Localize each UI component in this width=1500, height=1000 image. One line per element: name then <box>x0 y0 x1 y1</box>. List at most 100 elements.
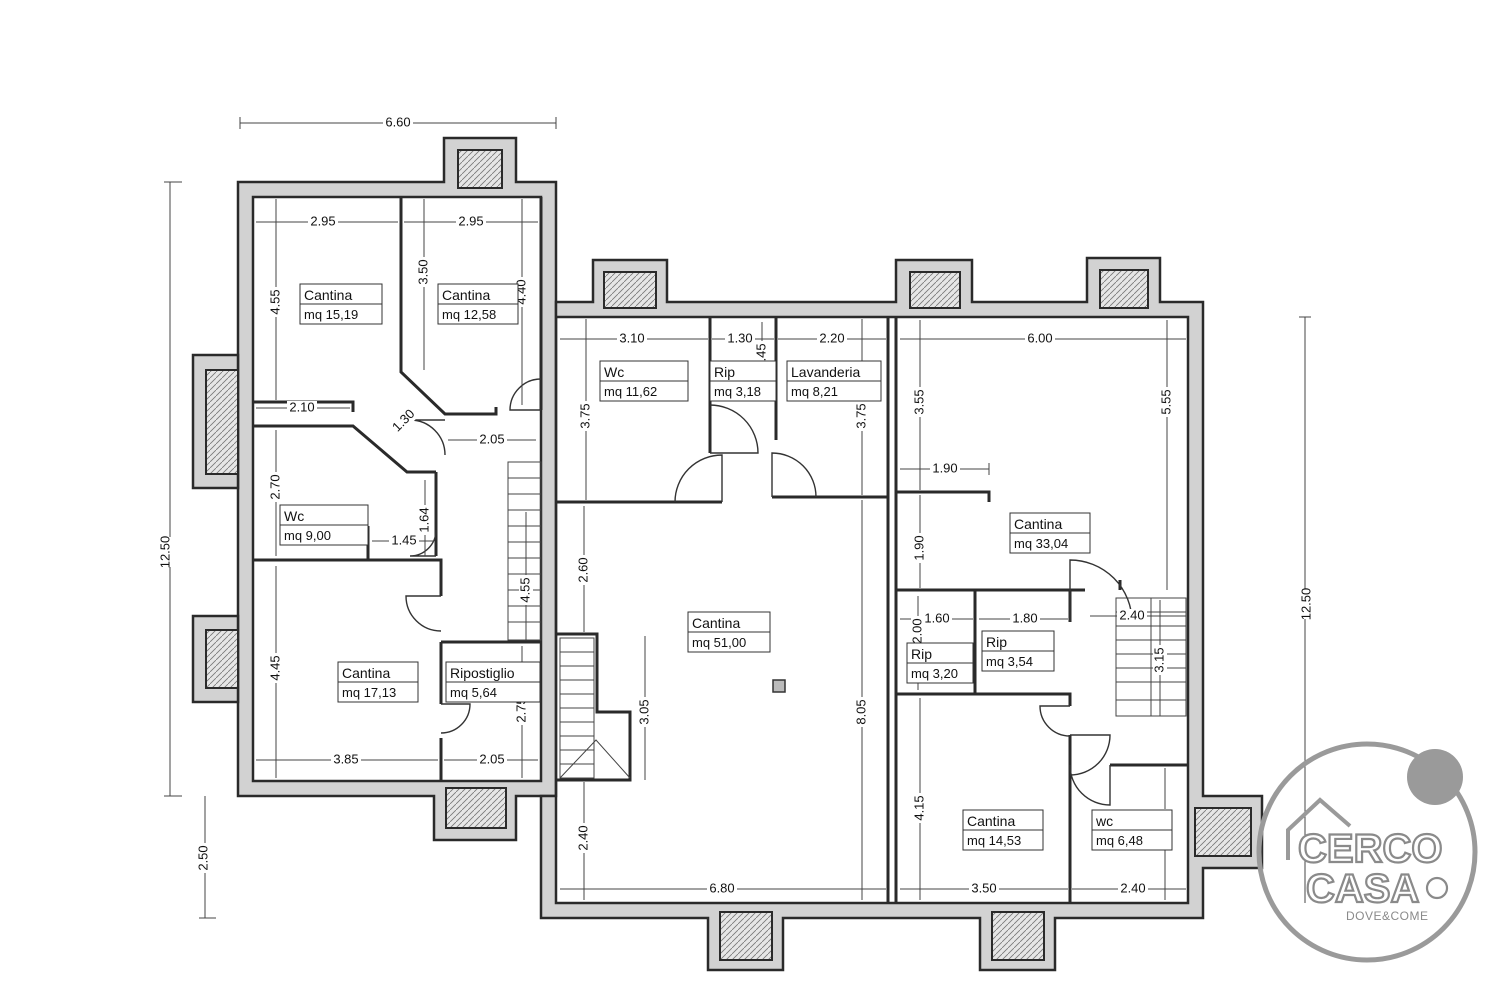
dimension-label: 4.45 <box>267 655 282 680</box>
dimension-label: 3.75 <box>853 403 868 428</box>
room-label: Cantina mq 17,13 <box>337 661 419 703</box>
dimension-label: 3.05 <box>636 699 651 724</box>
house-icon <box>1286 797 1352 860</box>
room-name: Cantina <box>342 665 390 681</box>
room-area: mq 8,21 <box>791 384 838 399</box>
vent-top-left <box>457 149 503 189</box>
room-label: Rip mq 3,54 <box>981 630 1055 672</box>
dimension-label: 8.05 <box>853 699 868 724</box>
logo-dot <box>1407 749 1463 805</box>
room-name: Cantina <box>1014 516 1062 532</box>
room-name: Rip <box>986 634 1007 650</box>
dimension-label: 1.64 <box>416 507 431 532</box>
dimension-label: 1.60 <box>924 610 949 625</box>
dimension-label: 4.55 <box>517 577 532 602</box>
room-name: Cantina <box>442 287 490 303</box>
dimension-label: 2.95 <box>310 213 335 228</box>
right-block-wall <box>539 256 1264 972</box>
room-area: mq 6,48 <box>1096 833 1143 848</box>
logo-line1: CERCO <box>1298 827 1442 871</box>
room-label: Wc mq 11,62 <box>599 360 689 402</box>
room-name: Lavanderia <box>791 364 860 380</box>
vent-top-right-2 <box>1099 269 1149 309</box>
outer-walls <box>191 136 1264 972</box>
vent-left-1 <box>205 369 239 475</box>
dimension-label: 1.90 <box>932 460 957 475</box>
dimension-label: 5.55 <box>1158 389 1173 414</box>
cercocasa-logo: CERCO CASA DOVE&COME <box>1256 741 1478 963</box>
stairs <box>507 461 1187 779</box>
room-area: mq 51,00 <box>692 635 746 650</box>
dimension-label: 2.40 <box>1119 607 1144 622</box>
room-area: mq 12,58 <box>442 307 496 322</box>
dimension-label: 3.50 <box>415 259 430 284</box>
room-name: Rip <box>911 646 932 662</box>
dimension-label: 1.90 <box>911 535 926 560</box>
room-area: mq 14,53 <box>967 833 1021 848</box>
room-name: Wc <box>284 508 304 524</box>
room-name: Ripostiglio <box>450 665 515 681</box>
dimension-label: 2.70 <box>267 474 282 499</box>
room-name: Wc <box>604 364 624 380</box>
dimension-label: 2.05 <box>479 431 504 446</box>
room-area: mq 9,00 <box>284 528 331 543</box>
room-label: Rip mq 3,18 <box>709 360 777 402</box>
dimension-label: 2.50 <box>195 845 210 870</box>
vent-bottom-mid <box>719 911 773 961</box>
room-area: mq 3,18 <box>714 384 761 399</box>
room-label: Cantina mq 14,53 <box>962 809 1044 851</box>
dimension-label: 2.40 <box>1120 880 1145 895</box>
vent-top-right-1 <box>909 271 961 309</box>
room-area: mq 3,20 <box>911 666 958 681</box>
room-label: wc mq 6,48 <box>1091 809 1173 851</box>
room-area: mq 33,04 <box>1014 536 1068 551</box>
dimension-label: 2.75 <box>513 697 528 722</box>
doors <box>405 378 1133 806</box>
dimension-label: 2.40 <box>575 825 590 850</box>
vent-top-mid <box>603 271 657 309</box>
dimension-label: 3.85 <box>333 751 358 766</box>
room-name: Cantina <box>692 615 740 631</box>
dimension-label: 3.15 <box>1151 647 1166 672</box>
room-label: Cantina mq 12,58 <box>437 283 519 325</box>
room-name: Rip <box>714 364 735 380</box>
dimension-label: 2.00 <box>909 618 924 643</box>
dimension-label: 2.20 <box>819 330 844 345</box>
vent-bottom-left <box>445 787 507 829</box>
vent-right <box>1194 807 1252 857</box>
room-label: Lavanderia mq 8,21 <box>786 360 882 402</box>
dimension-label: 6.80 <box>709 880 734 895</box>
room-area: mq 3,54 <box>986 654 1033 669</box>
room-label: Cantina mq 33,04 <box>1009 512 1091 554</box>
room-label: Ripostiglio mq 5,64 <box>445 661 541 703</box>
dimension-label: 3.50 <box>971 880 996 895</box>
room-name: Cantina <box>967 813 1015 829</box>
room-area: mq 17,13 <box>342 685 396 700</box>
dimension-label: 3.55 <box>911 389 926 414</box>
dimension-label: 6.00 <box>1027 330 1052 345</box>
room-label: Cantina mq 51,00 <box>687 611 771 653</box>
room-area: mq 11,62 <box>604 384 657 399</box>
room-area: mq 5,64 <box>450 685 497 700</box>
dimension-label: 2.05 <box>479 751 504 766</box>
pillar <box>772 679 786 693</box>
dimension-label: 1.30 <box>727 330 752 345</box>
vent-left-2 <box>205 629 239 689</box>
pin-icon <box>1425 876 1449 900</box>
dimension-label: 2.10 <box>289 399 314 414</box>
dimension-label: 3.75 <box>577 403 592 428</box>
logo-ring <box>1256 741 1478 963</box>
logo-line2: CASA <box>1306 867 1419 911</box>
room-label: Wc mq 9,00 <box>279 504 369 546</box>
dimension-label: 12.50 <box>1298 588 1313 621</box>
dimension-label: 3.10 <box>619 330 644 345</box>
dimension-label: 2.95 <box>458 213 483 228</box>
room-label: Rip mq 3,20 <box>906 642 974 684</box>
room-name: wc <box>1095 813 1113 829</box>
dimension-label: 4.55 <box>267 289 282 314</box>
dimension-label: 4.15 <box>911 795 926 820</box>
vent-bottom-right <box>991 911 1045 961</box>
